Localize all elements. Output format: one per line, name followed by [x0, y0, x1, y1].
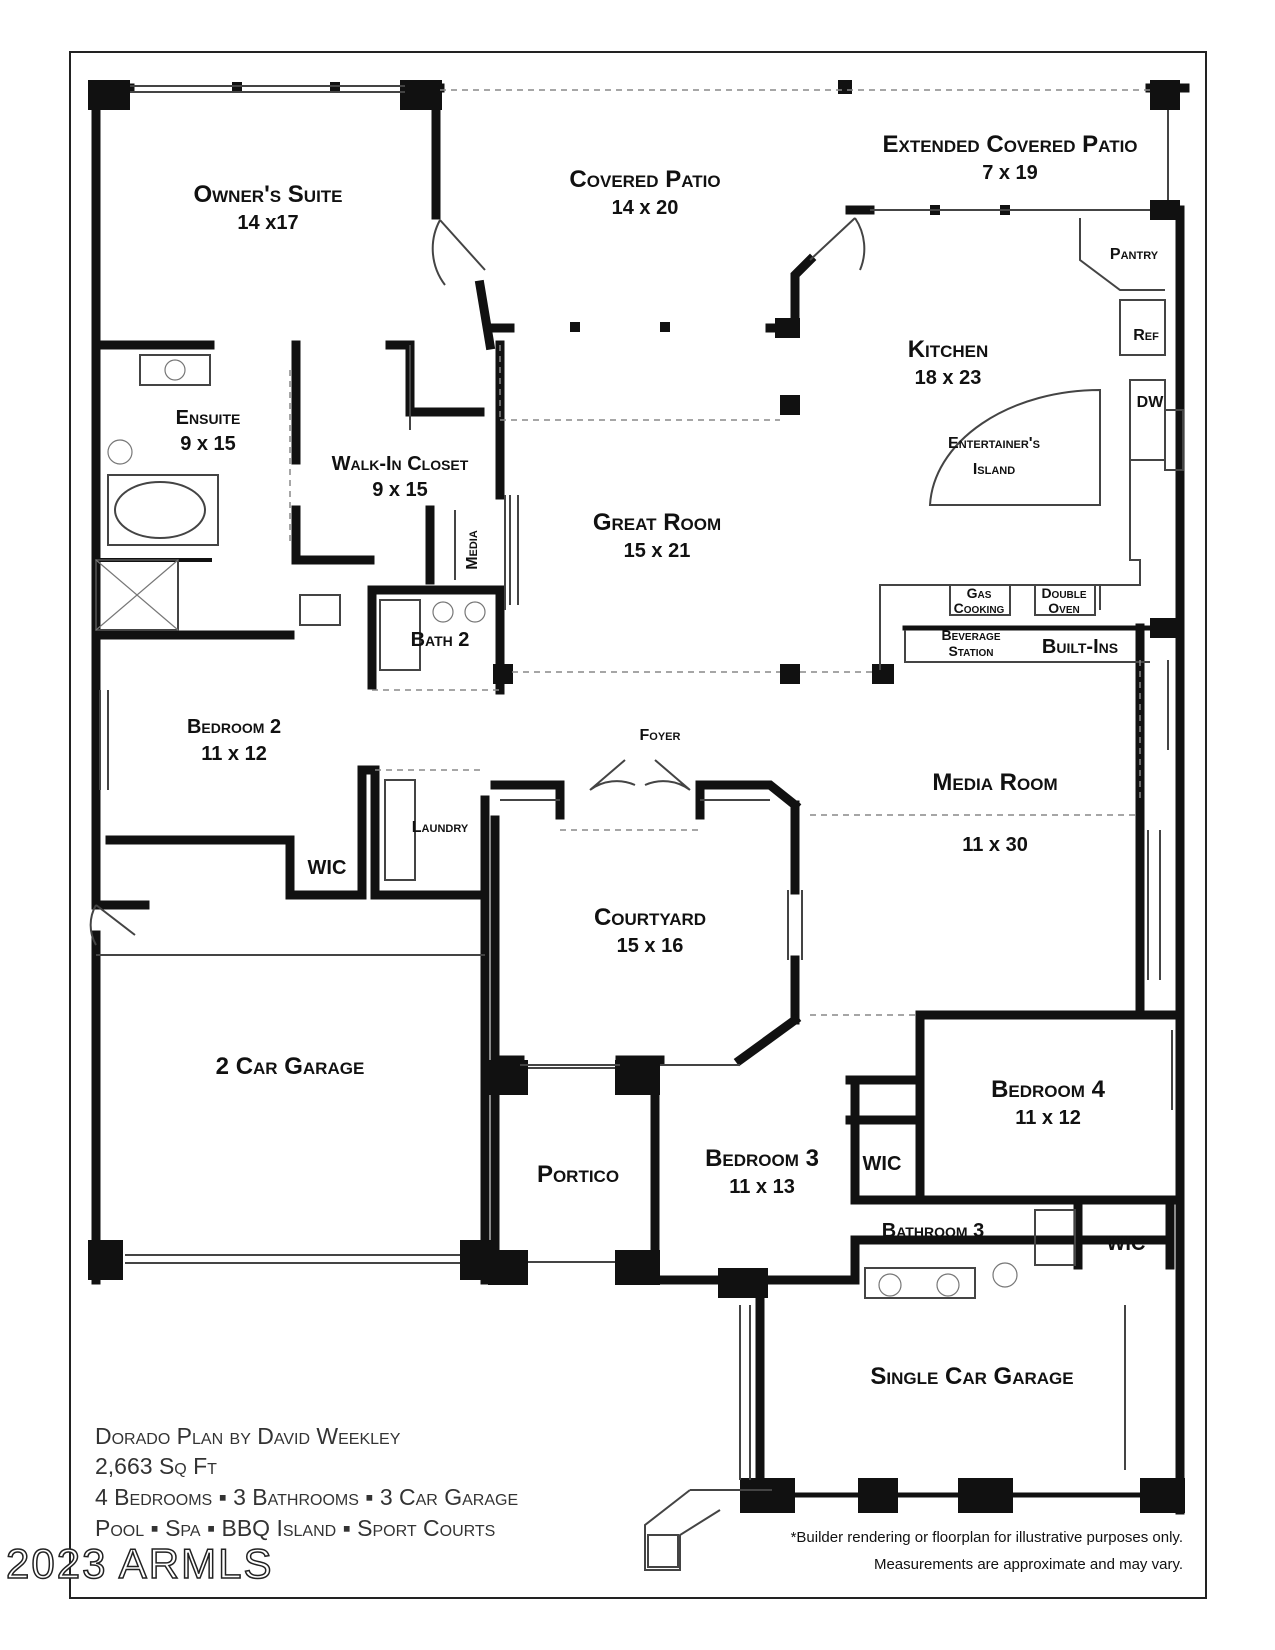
plan-info-line-1: Dorado Plan by David Weekley — [95, 1423, 401, 1449]
label-bedroom-2: Bedroom 2 — [187, 716, 281, 738]
label-double-oven-2: Oven — [1048, 600, 1079, 616]
disclaimer: *Builder rendering or floorplan for illu… — [791, 1529, 1183, 1573]
page-frame — [69, 51, 1207, 1599]
plan-info: Dorado Plan by David Weekley 2,663 Sq Ft… — [95, 1423, 518, 1541]
label-single-car-garage: Single Car Garage — [870, 1363, 1073, 1390]
label-ensuite: Ensuite — [176, 407, 241, 429]
label-media-nook: Media — [464, 530, 481, 570]
label-bedroom-3: Bedroom 3 — [705, 1145, 819, 1172]
label-kitchen: Kitchen — [908, 336, 989, 363]
label-walk-in-closet: Walk-In Closet — [332, 453, 469, 475]
plan-info-line-4: Pool ▪ Spa ▪ BBQ Island ▪ Sport Courts — [95, 1515, 495, 1541]
label-portico: Portico — [537, 1161, 619, 1188]
label-bathroom-3: Bathroom 3 — [882, 1220, 984, 1242]
dims-great-room: 15 x 21 — [624, 540, 691, 562]
dims-media-room: 11 x 30 — [962, 834, 1028, 856]
label-built-ins: Built-Ins — [1042, 636, 1118, 658]
label-entertainers-island-1: Entertainer's — [948, 435, 1040, 452]
label-two-car-garage: 2 Car Garage — [216, 1053, 365, 1080]
label-dw: DW — [1137, 394, 1165, 411]
watermark: 2023 ARMLS — [6, 1540, 274, 1587]
label-double-oven-1: Double — [1041, 585, 1086, 601]
label-gas-cooking-2: Cooking — [954, 600, 1005, 616]
dims-walk-in-closet: 9 x 15 — [372, 479, 428, 501]
dims-ensuite: 9 x 15 — [180, 433, 236, 455]
label-pantry: Pantry — [1110, 246, 1159, 263]
label-owners-suite: Owner's Suite — [193, 181, 342, 208]
dims-owners-suite: 14 x17 — [237, 212, 298, 234]
dims-bedroom-4: 11 x 12 — [1015, 1107, 1081, 1129]
label-wic-bedroom-2: WIC — [308, 857, 347, 879]
dims-covered-patio: 14 x 20 — [612, 197, 679, 219]
label-gas-cooking-1: Gas — [967, 585, 992, 601]
label-covered-patio: Covered Patio — [569, 166, 720, 193]
label-laundry: Laundry — [412, 819, 469, 836]
label-beverage-station-1: Beverage — [941, 627, 1000, 643]
label-beverage-station-2: Station — [948, 643, 993, 659]
label-bath-2: Bath 2 — [411, 629, 470, 651]
label-bedroom-4: Bedroom 4 — [991, 1076, 1106, 1103]
label-wic-bedroom-3: WIC — [863, 1153, 902, 1175]
label-great-room: Great Room — [593, 509, 721, 536]
plan-info-line-3: 4 Bedrooms ▪ 3 Bathrooms ▪ 3 Car Garage — [95, 1484, 518, 1510]
walls — [88, 80, 1190, 1515]
label-wic-bedroom-4: WIC — [1107, 1233, 1146, 1255]
fixtures — [89, 85, 1184, 1571]
disclaimer-line-2: Measurements are approximate and may var… — [874, 1556, 1183, 1573]
dims-kitchen: 18 x 23 — [915, 367, 982, 389]
dims-bedroom-3: 11 x 13 — [729, 1176, 795, 1198]
dims-extended-covered-patio: 7 x 19 — [982, 162, 1038, 184]
label-ref: Ref — [1133, 327, 1159, 344]
label-media-room: Media Room — [932, 769, 1057, 796]
room-labels: Owner's Suite 14 x17 Covered Patio 14 x … — [176, 131, 1165, 1390]
dims-bedroom-2: 11 x 12 — [201, 743, 267, 765]
dims-courtyard: 15 x 16 — [617, 935, 684, 957]
label-entertainers-island-2: Island — [973, 461, 1015, 478]
label-foyer: Foyer — [640, 727, 681, 744]
label-courtyard: Courtyard — [594, 904, 706, 931]
plan-info-line-2: 2,663 Sq Ft — [95, 1453, 217, 1479]
label-extended-covered-patio: Extended Covered Patio — [882, 131, 1137, 158]
disclaimer-line-1: *Builder rendering or floorplan for illu… — [791, 1529, 1183, 1546]
